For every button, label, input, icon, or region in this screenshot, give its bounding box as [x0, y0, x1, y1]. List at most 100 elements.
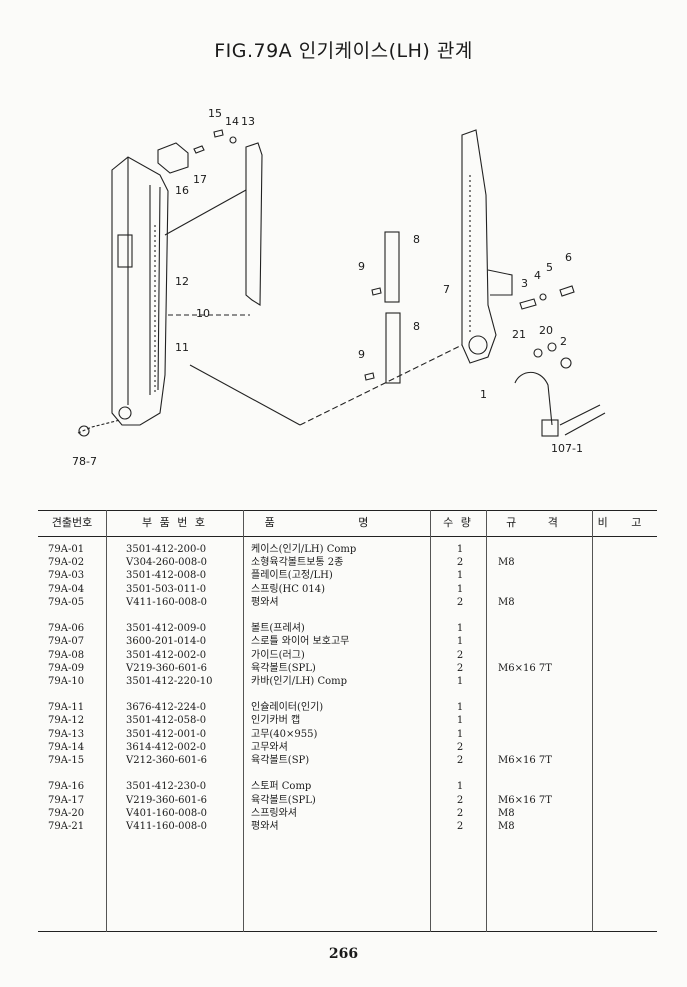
callout-7: 7 [443, 283, 450, 296]
cell-part-number: V219-360-601-6 [126, 662, 207, 674]
cell-quantity: 1 [456, 675, 464, 687]
cell-part-name: 인기카버 캡 [251, 715, 301, 727]
callout-16: 16 [175, 184, 189, 197]
guide-upper-drawing [384, 231, 400, 303]
exploded-parts-diagram: 15 14 13 16 17 12 10 11 78-7 8 9 8 9 7 3… [72, 107, 606, 468]
cell-part-name: 고무와셔 [251, 741, 288, 753]
figure-title: FIG.79A 인기케이스(LH) 관계 [214, 40, 473, 62]
cell-spec: M8 [498, 596, 515, 608]
cell-quantity: 2 [456, 649, 464, 661]
cell-quantity: 2 [456, 557, 464, 569]
page-number: 266 [328, 946, 359, 962]
cell-ref-no: 79A-20 [48, 807, 85, 819]
cell-part-name: 평와셔 [251, 596, 279, 608]
header-spec: 규 격 [506, 516, 572, 529]
cell-quantity: 1 [456, 623, 464, 635]
cell-quantity: 2 [456, 807, 464, 819]
callout-10: 10 [196, 307, 210, 320]
cell-ref-no: 79A-04 [48, 583, 85, 595]
cell-quantity: 2 [456, 741, 464, 753]
cell-quantity: 1 [456, 636, 464, 648]
cell-part-number: V212-360-601-6 [126, 755, 207, 766]
row-gap [38, 767, 657, 780]
cell-part-name: 스프링(HC 014) [251, 583, 326, 595]
cell-part-number: V411-160-008-0 [126, 596, 207, 608]
cell-part-name: 가이드(러그) [251, 649, 305, 661]
cell-part-number: 3600-201-014-0 [126, 636, 207, 648]
cell-part-name: 고무(40×955) [251, 728, 318, 740]
callout-17: 17 [193, 173, 207, 186]
header-part-name: 품 명 [264, 516, 409, 529]
callout-3: 3 [521, 277, 528, 290]
row-gap [38, 609, 657, 622]
cell-quantity: 2 [456, 794, 464, 806]
callout-1: 1 [480, 388, 487, 401]
callout-9-lower: 9 [358, 348, 365, 361]
callout-5: 5 [546, 261, 553, 274]
cell-ref-no: 79A-13 [48, 728, 85, 740]
cell-part-name: 카바(인기/LH) Comp [251, 675, 348, 687]
cell-spec: M6×16 7T [498, 794, 552, 806]
cell-part-name: 육각볼트(SPL) [251, 794, 316, 806]
header-no: 견출번호 [51, 516, 93, 529]
row-gap [38, 688, 657, 701]
cell-part-name: 스토퍼 Comp [251, 781, 312, 793]
cell-quantity: 2 [456, 820, 464, 832]
cell-part-number: 3501-503-011-0 [126, 583, 207, 595]
cell-ref-no: 79A-06 [48, 623, 85, 635]
cell-part-name: 육각볼트(SPL) [251, 662, 316, 674]
callout-13: 13 [241, 115, 255, 128]
cell-part-name: 평와셔 [251, 820, 279, 832]
cell-ref-no: 79A-11 [48, 702, 85, 714]
cell-ref-no: 79A-09 [48, 662, 85, 674]
guide-lower-drawing [385, 312, 401, 384]
cell-part-number: 3501-412-058-0 [126, 715, 207, 727]
cell-part-number: 3676-412-224-0 [126, 702, 207, 714]
cell-ref-no: 79A-08 [48, 649, 85, 661]
cell-part-name: 볼트(프레셔) [251, 623, 305, 635]
cell-part-number: 3614-412-002-0 [126, 741, 207, 753]
cell-part-name: 육각볼트(SP) [251, 755, 310, 766]
table-row: 79A-11 3676-412-224-0 인슐레이터(인기) 1 [38, 701, 657, 714]
cell-part-name: 인슐레이터(인기) [251, 702, 324, 714]
cell-part-number: 3501-412-220-10 [126, 675, 213, 687]
cell-part-name: 케이스(인기/LH) Comp [251, 544, 357, 555]
cell-part-name: 스로틀 와이어 보호고무 [251, 636, 350, 648]
cell-quantity: 1 [456, 570, 464, 582]
cell-ref-no: 79A-05 [48, 596, 85, 608]
cell-ref-no: 79A-12 [48, 715, 85, 727]
table-row: 79A-06 3501-412-009-0 볼트(프레셔) 1 [38, 622, 657, 635]
callout-8-lower: 8 [413, 320, 420, 333]
cell-spec: M6×16 7T [498, 755, 552, 766]
stopper-drawing [157, 142, 189, 174]
cell-quantity: 1 [456, 728, 464, 740]
cell-part-name: 소형육각볼트보통 2종 [251, 557, 344, 569]
cell-quantity: 1 [456, 702, 464, 714]
header-part-number: 부 품 번 호 [142, 516, 207, 529]
cell-part-number: 3501-412-009-0 [126, 623, 207, 635]
callout-21: 21 [512, 328, 526, 341]
cell-part-name: 플레이트(고정/LH) [251, 570, 333, 582]
callout-2: 2 [560, 335, 567, 348]
cell-quantity: 2 [456, 755, 464, 766]
cell-ref-no: 79A-21 [48, 820, 85, 832]
cell-ref-no: 79A-02 [48, 557, 85, 569]
cell-part-number: V411-160-008-0 [126, 820, 207, 832]
case-cover-drawing [111, 156, 169, 426]
callout-15: 15 [208, 107, 222, 120]
